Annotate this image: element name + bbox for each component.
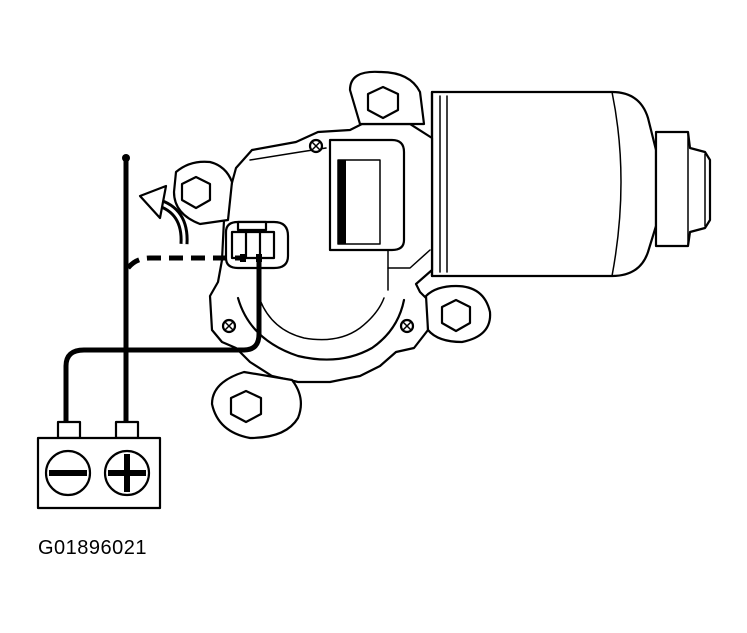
connector-icon bbox=[224, 220, 290, 270]
mount-ear-left bbox=[172, 160, 234, 226]
hex-bolt-icon bbox=[440, 298, 472, 333]
mount-ear-top bbox=[348, 70, 426, 126]
rotation-arrow-icon bbox=[138, 184, 189, 245]
motor-can bbox=[430, 90, 658, 278]
screw-icon bbox=[308, 138, 324, 154]
hex-bolt-icon bbox=[180, 175, 212, 210]
negative-test-lead bbox=[63, 259, 262, 427]
mount-ear-bottom bbox=[210, 370, 303, 440]
screw-icon bbox=[399, 318, 415, 334]
screw-icon bbox=[221, 318, 237, 334]
motor-shaft-cap bbox=[654, 130, 712, 248]
hex-bolt-icon bbox=[366, 85, 400, 120]
figure-code: G01896021 bbox=[38, 537, 148, 559]
dashed-alternate-lead bbox=[126, 255, 240, 270]
battery-icon bbox=[36, 420, 162, 510]
hex-bolt-icon bbox=[229, 389, 263, 424]
cover-boss bbox=[328, 138, 406, 252]
mount-ear-right bbox=[424, 284, 492, 344]
positive-test-lead bbox=[122, 154, 130, 427]
plus-symbol bbox=[103, 449, 151, 497]
minus-symbol bbox=[44, 449, 92, 497]
